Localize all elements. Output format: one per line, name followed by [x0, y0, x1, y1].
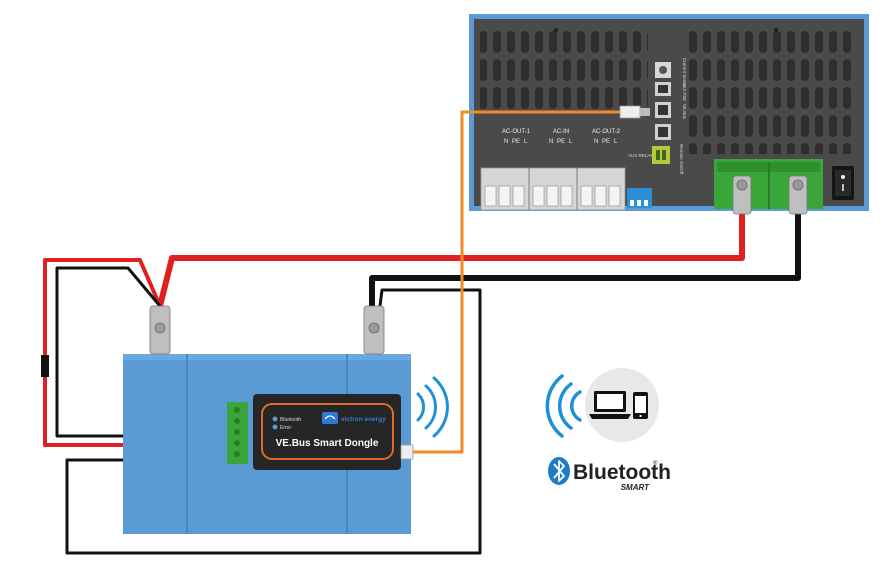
dongle-wireless-waves-icon [416, 376, 449, 438]
led-label-bluetooth: Bluetooth [280, 417, 301, 423]
svg-text:N: N [504, 139, 508, 145]
ve-bus-data-cable [413, 110, 642, 454]
bluetooth-smart-label: SMART [621, 483, 650, 492]
label-current-sense: Current Sense [682, 58, 687, 88]
inverter-vent-left [480, 26, 648, 114]
label-ac-out-1: AC-OUT-1 [502, 129, 531, 135]
positive-cable [157, 205, 745, 307]
rj45-plug-inverter [619, 105, 641, 119]
dc-lug-positive [732, 175, 752, 215]
brand-victron-energy: victron energy [341, 416, 386, 423]
dongle-body [253, 394, 401, 470]
svg-text:PE: PE [557, 139, 565, 145]
bluetooth-registered-mark: ® [653, 460, 658, 467]
label-aux-fse: AUX FSE [682, 82, 687, 101]
ac-terminal-blocks [480, 167, 626, 211]
negative-cable [369, 205, 801, 306]
bluetooth-waves-icon [545, 374, 582, 438]
led-label-error: Error [280, 425, 291, 431]
label-ac-in: AC-IN [553, 129, 569, 135]
label-remote-on-off: Remote On/Off [679, 144, 684, 175]
dongle-name: VE.Bus Smart Dongle [276, 438, 379, 449]
svg-text:L: L [614, 139, 618, 145]
npel-labels-ac-in: N PE L [549, 139, 573, 145]
bluetooth-logo: Bluetooth ® SMART [548, 457, 671, 492]
svg-text:L: L [569, 139, 573, 145]
label-ac-out-2: AC-OUT-2 [592, 129, 621, 135]
bluetooth-wordmark: Bluetooth [573, 461, 671, 484]
negative-loop-cable [65, 288, 482, 555]
bluetooth-led [272, 416, 278, 422]
dc-lug-negative [788, 175, 808, 215]
npel-labels-ac-out-2: N PE L [594, 139, 618, 145]
battery-terminal-negative [363, 305, 385, 355]
ve-bus-smart-dongle: Bluetooth Error victron energy VE.Bus Sm… [227, 394, 414, 470]
battery-terminal-positive [149, 305, 171, 355]
inline-fuse [41, 355, 49, 377]
npel-labels-ac-out-1: N PE L [504, 139, 528, 145]
battery-sense-negative-wire [55, 266, 233, 438]
smartphone-icon [633, 392, 648, 419]
positive-fuse-cable [43, 258, 233, 447]
victron-logo-badge [322, 412, 338, 424]
label-aux-relay: AUX RELAY [628, 153, 653, 158]
svg-text:N: N [549, 139, 553, 145]
error-led [272, 424, 278, 430]
inverter-charger: Current Sense AUX FSE VE.Bus Remote On/O… [469, 14, 869, 211]
rj45-plug-dongle [400, 444, 414, 460]
svg-text:L: L [524, 139, 528, 145]
remote-on-off-connector [652, 146, 670, 164]
svg-text:PE: PE [512, 139, 520, 145]
laptop-icon [589, 391, 631, 419]
label-ve-bus: VE.Bus [682, 104, 687, 120]
inverter-vent-right [688, 26, 856, 154]
svg-text:N: N [594, 139, 598, 145]
svg-text:PE: PE [602, 139, 610, 145]
